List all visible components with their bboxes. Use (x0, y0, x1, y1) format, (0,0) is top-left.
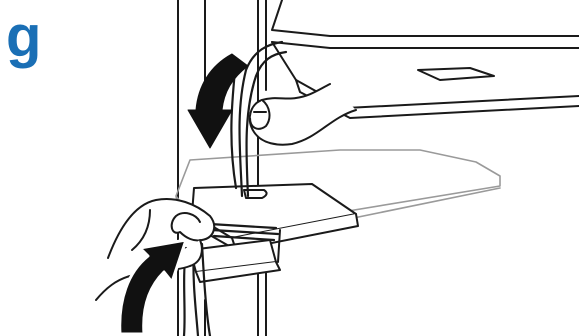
mounting-pole (178, 0, 266, 336)
up-arrow-icon (120, 240, 186, 334)
